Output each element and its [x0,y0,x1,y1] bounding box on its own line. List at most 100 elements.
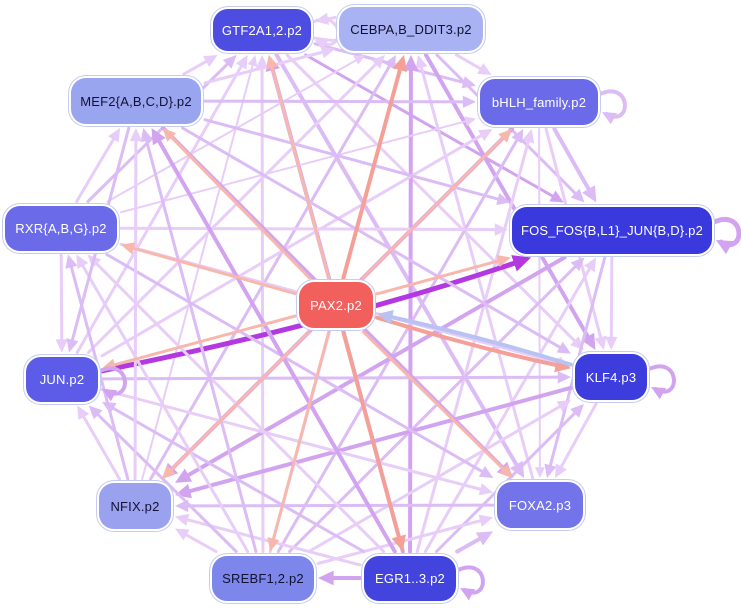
edge-klf4-pax2 [385,314,573,367]
edge-pax2-klf4 [375,315,563,369]
arrowhead-pax2-cebpa [392,55,407,72]
arrowhead-fos-foxa2 [544,463,557,478]
edge-pax2-cebpa [341,63,404,280]
node-label: KLF4.p3 [585,369,637,385]
edge-rxr-jun [59,253,64,346]
self-loop-gtf2a1 [311,18,340,46]
self-loop-arrowhead-gtf2a1 [315,40,328,51]
arrowhead-bhlh-fos [582,185,597,203]
edge-nfix-gtf2a1 [141,60,255,480]
node-label: MEF2{A,B,C,D}.p2 [80,93,192,109]
edge-fos-nfix [182,255,567,480]
node-cebpa[interactable]: CEBPA,B_DDIT3.p2 [339,7,483,51]
edge-egr-klf4 [435,408,580,553]
arrowhead-jun-bhlh [477,129,493,141]
arrowhead-nfix-gtf2a1 [247,55,258,67]
arrowhead-foxa2-cebpa [415,55,428,70]
edge-jun-klf4 [100,375,564,381]
node-label: SREBF1,2.p2 [222,570,304,586]
self-loop-arrowhead-jun [102,389,118,402]
arrowhead-jun-cebpa [371,55,386,69]
arrowhead-rxr-fos [494,223,508,236]
edge-cebpa-fos [435,53,580,198]
arrowhead-rxr-cebpa [353,55,366,65]
arrowhead-klf4-nfix [175,483,192,499]
arrowhead-klf4-pax2 [377,309,394,325]
edge-srebf-rxr [79,260,250,553]
edge-pax2-rxr [127,245,297,296]
edge-pax2-jun [108,314,297,368]
edge-rxr-foxa2 [105,253,488,476]
arrowhead-jun-gtf2a1 [235,55,248,70]
edge-srebf-nfix [181,531,218,553]
edge-egr-mef2 [154,135,397,554]
edge-mef2-fos [203,118,504,202]
arrowhead-rxr-gtf2a1 [222,55,237,69]
arrowhead-nfix-cebpa [383,55,396,70]
arrowhead-egr-foxa2 [475,531,493,546]
arrowhead-egr-fos [584,257,597,273]
node-label: PAX2.p2 [310,297,362,313]
edge-rxr-gtf2a1 [86,59,232,203]
node-bhlh[interactable]: bHLH_family.p2 [480,79,598,125]
arrowhead-jun-klf4 [557,370,571,384]
edge-mef2-klf4 [180,126,565,351]
arrowhead-pax2-rxr [121,242,136,255]
arrowhead-srebf-bhlh [511,129,524,144]
arrowhead-pax2-mef2 [162,128,177,142]
edge-bhlh-fos [552,127,594,196]
node-egr[interactable]: EGR1..3.p2 [364,555,456,601]
arrowhead-mef2-jun [66,338,79,353]
arrowhead-cebpa-klf4 [581,332,596,350]
edge-rxr-fos [119,226,501,232]
edge-cebpa-bhlh [455,53,486,73]
arrowhead-egr-klf4 [570,404,584,418]
edge-pax2-egr [341,330,403,544]
node-nfix[interactable]: NFIX.p2 [99,483,171,529]
arrowhead-bhlh-klf4 [594,335,607,350]
edge-srebf-bhlh [276,135,521,553]
node-srebf[interactable]: SREBF1,2.p2 [212,555,314,601]
edge-jun-foxa2 [100,388,486,492]
edge-klf4-foxa2 [557,402,598,472]
arrowhead-srebf-gtf2a1 [255,55,269,69]
arrowhead-rxr-bhlh [464,116,476,127]
arrowhead-cebpa-bhlh [477,63,492,75]
edge-egr-bhlh [415,135,531,553]
edge-pax2-nfix [166,330,311,475]
arrowhead-mef2-bhlh [462,95,476,109]
edge-rxr-mef2 [75,134,118,203]
arrowhead-egr-mef2 [151,128,166,146]
arrowhead-pax2-nfix [162,465,176,479]
edge-nfix-rxr [68,261,130,481]
node-pax2[interactable]: PAX2.p2 [299,282,373,328]
node-jun[interactable]: JUN.p2 [26,356,98,402]
arrowhead-pax2-foxa2 [498,464,513,478]
arrowhead-mef2-fos [496,193,511,206]
arrowhead-cebpa-fos [570,188,585,203]
arrowhead-gtf2a1-fos [549,190,564,203]
arrowhead-srebf-rxr [76,254,89,270]
node-klf4[interactable]: KLF4.p3 [575,354,647,400]
node-gtf2a1[interactable]: GTF2A1,2.p2 [213,9,311,51]
node-fos[interactable]: FOS_FOS{B,L1}_JUN{B,D}.p2 [512,206,712,254]
arrowhead-fos-nfix [175,468,193,483]
arrowhead-mef2-klf4 [556,341,571,354]
arrowhead-nfix-mef2 [129,128,143,142]
arrowhead-srebf-klf4 [556,400,571,413]
arrowhead-pax2-egr [391,534,406,552]
node-mef2[interactable]: MEF2{A,B,C,D}.p2 [71,78,201,124]
edge-srebf-fos [288,262,580,553]
node-rxr[interactable]: RXR{A,B,G}.p2 [5,205,117,251]
node-label: CEBPA,B_DDIT3.p2 [350,21,472,37]
self-loop-arrowhead-bhlh [602,112,618,125]
arrowhead-mef2-gtf2a1 [203,55,218,67]
self-loop-arrowhead-fos [716,240,734,255]
node-label: NFIX.p2 [110,498,160,514]
edge-foxa2-cebpa [418,61,535,480]
arrowhead-srebf-fos [570,257,585,272]
arrowhead-srebf-foxa2 [478,514,493,527]
edge-pax2-srebf [270,330,331,545]
node-foxa2[interactable]: FOXA2.p3 [497,482,583,528]
node-label: FOS_FOS{B,L1}_JUN{B,D}.p2 [520,222,704,238]
